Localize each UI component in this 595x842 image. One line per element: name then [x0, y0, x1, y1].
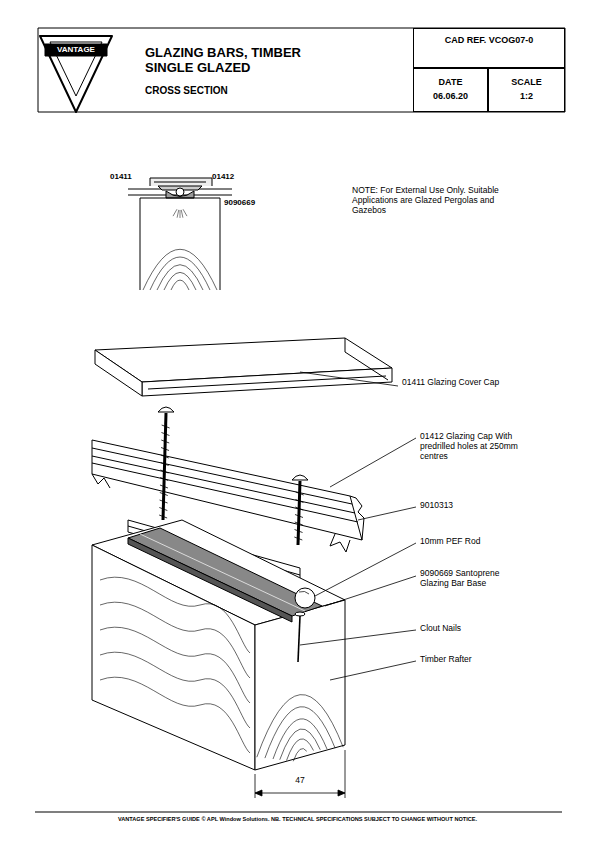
note: NOTE: For External Use Only. Suitable Ap… — [352, 186, 522, 215]
cell-text: 1:2 — [493, 91, 560, 101]
callout-label: 9090669 Santoprene Glazing Bar Base — [420, 569, 520, 589]
callout-number: 01412 — [212, 172, 252, 181]
cell-text: CAD REF. VCOG07-0 — [418, 35, 560, 45]
clout-nail — [295, 612, 305, 662]
leader-lines — [300, 372, 416, 680]
callout-label: 01411 Glazing Cover Cap — [402, 378, 502, 388]
cell-text: 06.06.20 — [418, 91, 483, 101]
callout-number: 9010313 — [420, 501, 480, 511]
screws — [158, 407, 308, 545]
callout-label: 01412 Glazing Cap With predrilled holes … — [420, 432, 520, 461]
sheet-title: GLAZING BARS, TIMBER SINGLE GLAZED — [145, 46, 325, 76]
title-block-cell: DATE 06.06.20 — [413, 68, 488, 112]
timber-rafter — [92, 520, 345, 770]
callout-number: 9090669 — [224, 198, 274, 207]
title-block-cell: SCALE 1:2 — [488, 68, 565, 112]
footer-rule — [35, 811, 562, 812]
dimension — [255, 750, 345, 798]
cell-text: SCALE — [493, 77, 560, 87]
small-cross-section — [128, 178, 232, 290]
logo-text: VANTAGE — [45, 45, 107, 54]
logo — [40, 36, 112, 112]
dimension: 47 — [285, 776, 315, 786]
glazing-cover-cap — [95, 338, 392, 396]
cell-text: DATE — [418, 77, 483, 87]
callout-number: 01411 — [110, 172, 150, 181]
subtitle: CROSS SECTION — [145, 85, 305, 97]
callout-label: Clout Nails — [420, 624, 510, 634]
title-block-cell: CAD REF. VCOG07-0 — [413, 28, 565, 68]
callout-label: Timber Rafter — [420, 655, 510, 665]
title-frame — [38, 28, 565, 112]
glazing-bar-base — [128, 528, 322, 622]
callout-label: 10mm PEF Rod — [420, 537, 510, 547]
footer-text: VANTAGE SPECIFIER'S GUIDE © APL Window S… — [30, 816, 565, 822]
